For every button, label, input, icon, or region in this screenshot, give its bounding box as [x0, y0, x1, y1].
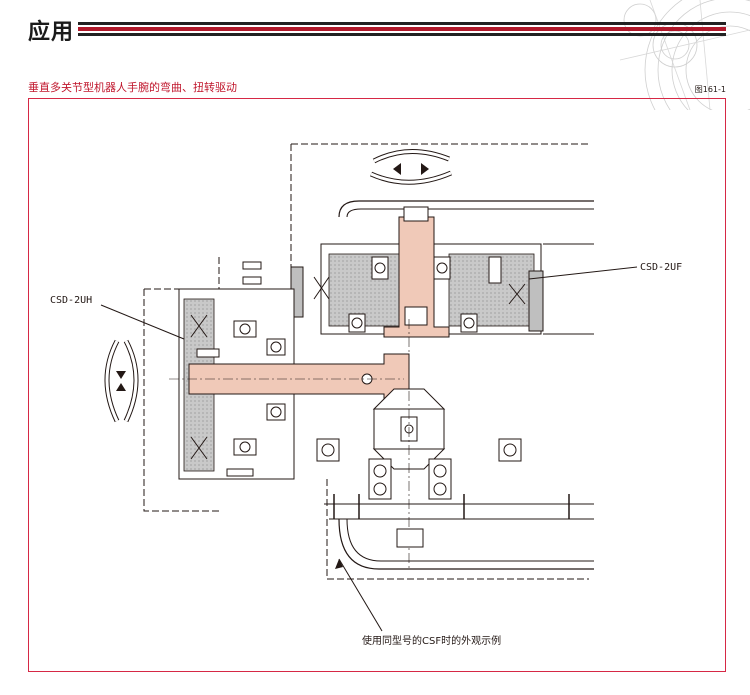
robot-wrist-cross-section	[29, 99, 725, 671]
callout-csd-2uh: CSD-2UH	[50, 295, 93, 306]
title-rule	[78, 22, 726, 38]
page-title: 应用	[28, 20, 75, 45]
decorative-gear-watermark	[580, 0, 750, 110]
callout-csf-note: 使用同型号的CSF时的外观示例	[362, 636, 502, 647]
figure-number: 图161-1	[694, 85, 726, 94]
figure-frame	[28, 98, 726, 672]
figure-subtitle: 垂直多关节型机器人手腕的弯曲、扭转驱动	[28, 81, 237, 94]
callout-csd-2uf: CSD-2UF	[640, 262, 683, 273]
